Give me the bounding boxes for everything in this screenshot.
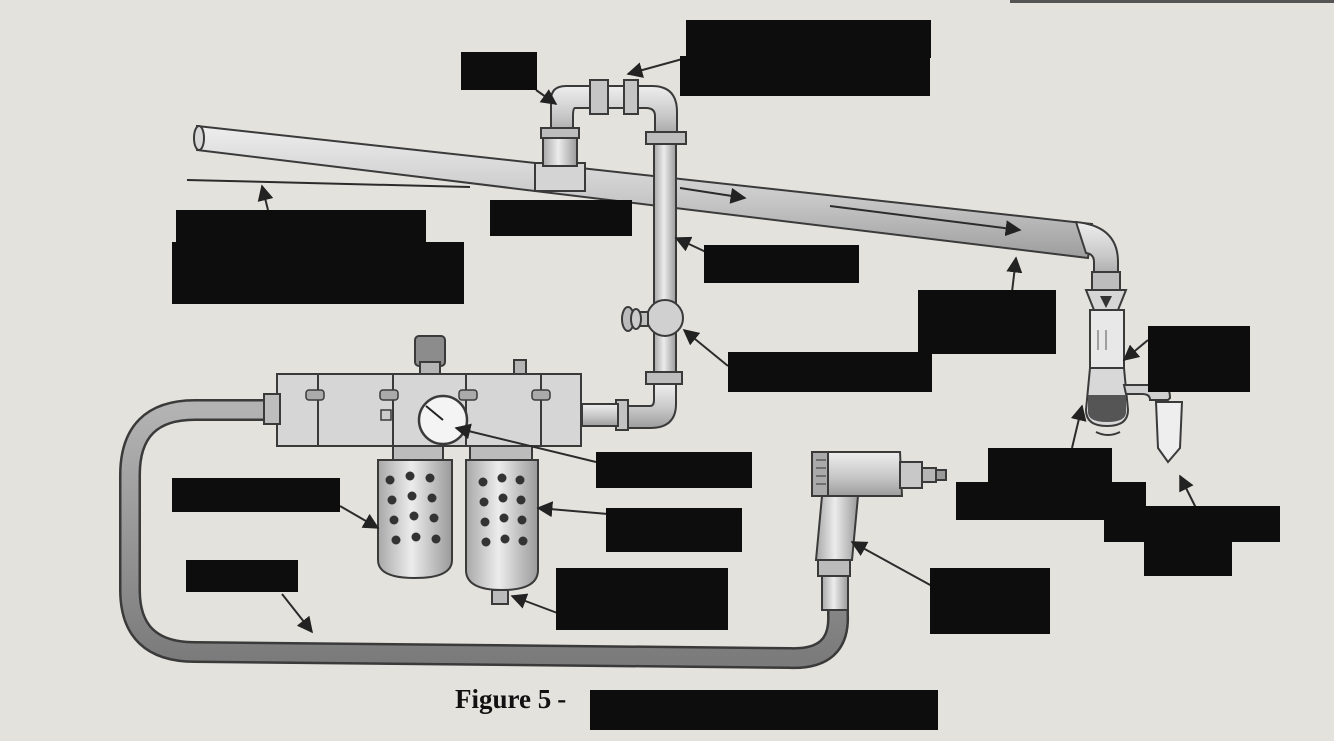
redacted-label-17 (606, 508, 742, 552)
lubricator-bowl (466, 446, 538, 604)
hose-fitting (264, 394, 280, 424)
filter-bowl (378, 446, 452, 578)
redacted-label-7 (704, 245, 859, 283)
redacted-label-9 (728, 352, 932, 392)
redacted-label-5 (172, 242, 464, 304)
redacted-label-1 (461, 52, 537, 90)
caption-separator: - (557, 684, 566, 714)
redacted-label-16 (172, 478, 340, 512)
redacted-label-6 (490, 200, 632, 236)
figure-number: Figure 5 (455, 684, 551, 714)
drain-valve (492, 590, 508, 604)
redacted-label-15 (596, 452, 752, 488)
redacted-label-2 (686, 20, 931, 58)
figure-caption: Figure 5- (455, 684, 566, 714)
redacted-caption-text (590, 690, 938, 730)
redacted-label-14 (1144, 540, 1232, 576)
redacted-label-3 (680, 56, 930, 96)
redacted-label-10 (1148, 326, 1250, 392)
redacted-label-8 (918, 290, 1056, 354)
redacted-label-18 (556, 568, 728, 630)
redacted-label-19 (186, 560, 298, 592)
redacted-label-13 (1104, 506, 1280, 542)
redacted-label-20 (930, 568, 1050, 634)
top-edge-shadow (1010, 0, 1334, 3)
